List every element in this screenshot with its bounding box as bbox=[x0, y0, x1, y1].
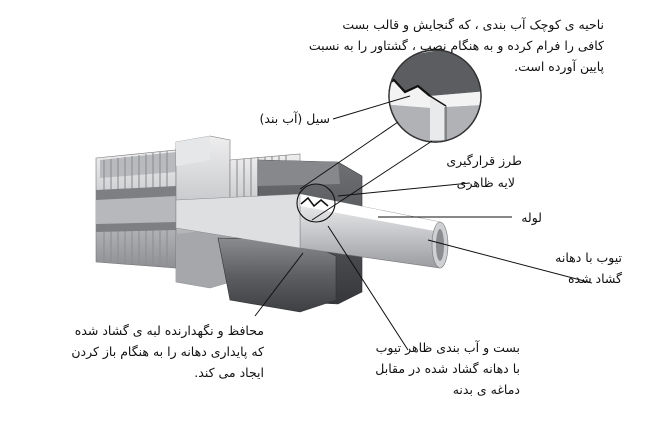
label-top-note: ناحیه ی کوچک آب بندی ، که گنجایش و قالب … bbox=[309, 14, 604, 77]
label-top-note-line-3: پایین آورده است. bbox=[514, 59, 604, 74]
label-top-note-line-2: کافی را فرام کرده و به هنگام نصب ، گشتاو… bbox=[308, 38, 604, 53]
label-seal: سیل (آب بند) bbox=[259, 111, 330, 126]
detail-marker-circle bbox=[296, 183, 336, 223]
label-retainer: محافظ و نگهدارنده لبه ی گشاد شده که پاید… bbox=[71, 320, 264, 383]
label-thread-style: طرز قرارگیری bbox=[446, 153, 522, 168]
label-retainer-line-2: که پایداری دهانه را به هنگام باز کردن bbox=[71, 344, 264, 359]
label-tube: لوله bbox=[521, 210, 542, 225]
label-clamp-seal-line-2: با دهانه گشاد شده در مقابل bbox=[375, 361, 520, 376]
label-retainer-line-3: ایجاد می کند. bbox=[194, 365, 264, 380]
label-clamp-seal-line-1: بست و آب بندی ظاهر تیوب bbox=[375, 340, 520, 355]
label-surface-layer: لایه ظاهری bbox=[456, 175, 515, 190]
label-clamp-seal: بست و آب بندی ظاهر تیوب با دهانه گشاد شد… bbox=[375, 337, 520, 400]
flared-tube-inner bbox=[175, 193, 301, 249]
label-flared-tube: تیوب با دهانه گشاد شده bbox=[555, 247, 622, 289]
label-flared-tube-line-1: تیوب با دهانه bbox=[555, 250, 622, 265]
label-top-note-line-1: ناحیه ی کوچک آب بندی ، که گنجایش و قالب … bbox=[342, 17, 604, 32]
leader-lines bbox=[254, 95, 593, 351]
label-flared-tube-line-2: گشاد شده bbox=[567, 271, 622, 286]
label-clamp-seal-line-3: دماغه ی بدنه bbox=[452, 382, 520, 397]
label-retainer-line-1: محافظ و نگهدارنده لبه ی گشاد شده bbox=[74, 323, 264, 338]
